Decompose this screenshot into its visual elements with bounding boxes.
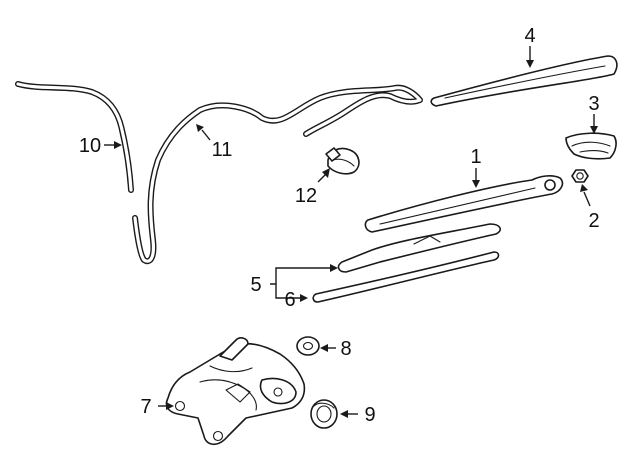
callout-2: 2	[588, 210, 599, 232]
callout-12: 12	[295, 185, 317, 207]
washer-hose-11	[132, 84, 423, 265]
callout-8: 8	[340, 338, 351, 360]
callout-11: 11	[212, 139, 233, 161]
callout-4: 4	[524, 25, 535, 47]
leader-lines	[104, 46, 598, 418]
callout-10: 10	[79, 135, 101, 157]
callout-6: 6	[284, 289, 295, 311]
callout-3: 3	[588, 93, 599, 115]
pivot-cap-3	[565, 132, 617, 160]
washer-hose-10	[15, 81, 134, 193]
wiper-blade-5	[337, 223, 502, 273]
wiper-arm-1	[364, 175, 564, 233]
blade-refill-6	[312, 251, 500, 303]
hex-nut-2	[571, 169, 589, 183]
callout-7: 7	[140, 396, 151, 418]
wiper-arm-cover-4	[430, 55, 618, 107]
callout-9: 9	[364, 404, 375, 426]
washer-nozzle-12	[325, 147, 360, 175]
wiper-motor-7	[165, 337, 306, 446]
seal-9	[310, 399, 338, 429]
grommet-8	[296, 336, 320, 356]
callout-5: 5	[250, 274, 261, 296]
callout-1: 1	[470, 146, 481, 168]
